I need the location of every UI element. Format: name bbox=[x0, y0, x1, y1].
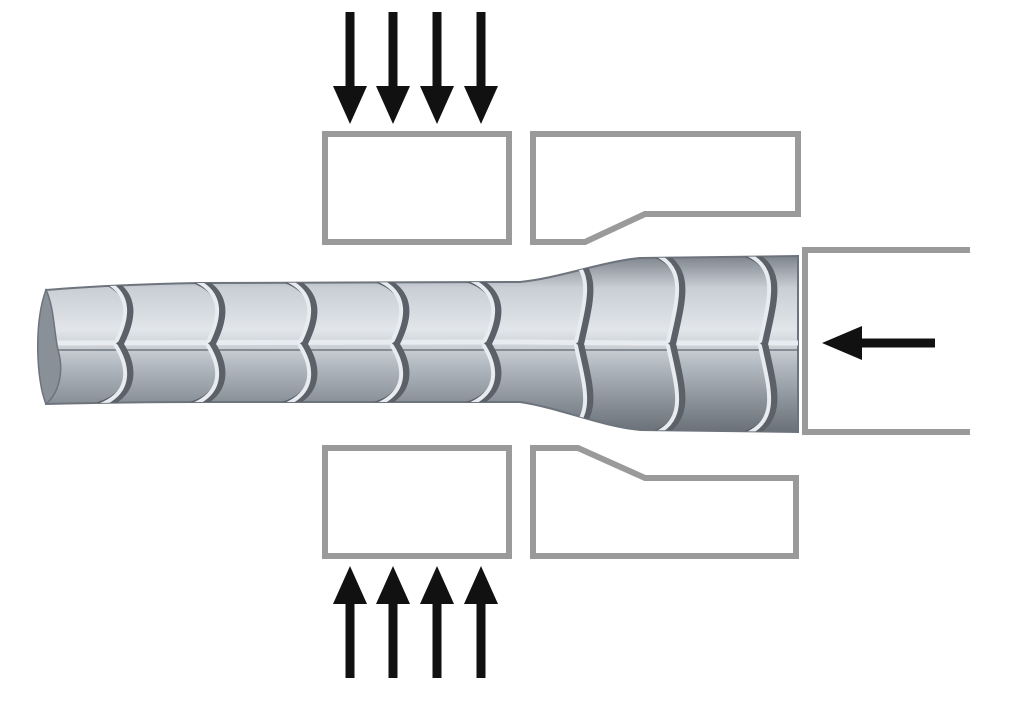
bottom-clamp-force-arrows bbox=[333, 566, 498, 678]
arrow-down-icon bbox=[420, 12, 454, 124]
arrow-up-icon bbox=[420, 566, 454, 678]
lower-forming-die bbox=[530, 445, 799, 559]
longitudinal-rib bbox=[41, 339, 798, 346]
arrow-down-icon bbox=[464, 12, 498, 124]
transverse-rib bbox=[371, 273, 410, 411]
lower-clamp-die bbox=[322, 445, 512, 559]
arrow-up-icon bbox=[464, 566, 498, 678]
arrow-down-icon bbox=[376, 12, 410, 124]
arrow-up-icon bbox=[333, 566, 367, 678]
pusher-ram bbox=[802, 247, 970, 435]
arrow-up-icon bbox=[376, 566, 410, 678]
rebar bbox=[37, 254, 799, 434]
transverse-rib bbox=[463, 273, 502, 411]
upper-clamp-die bbox=[322, 131, 512, 245]
transverse-rib bbox=[739, 256, 778, 432]
upper-forming-die bbox=[530, 131, 801, 245]
rebar-end-cap bbox=[37, 288, 62, 406]
top-clamp-force-arrows bbox=[333, 12, 498, 124]
arrow-left-icon bbox=[822, 326, 935, 360]
arrow-down-icon bbox=[333, 12, 367, 124]
